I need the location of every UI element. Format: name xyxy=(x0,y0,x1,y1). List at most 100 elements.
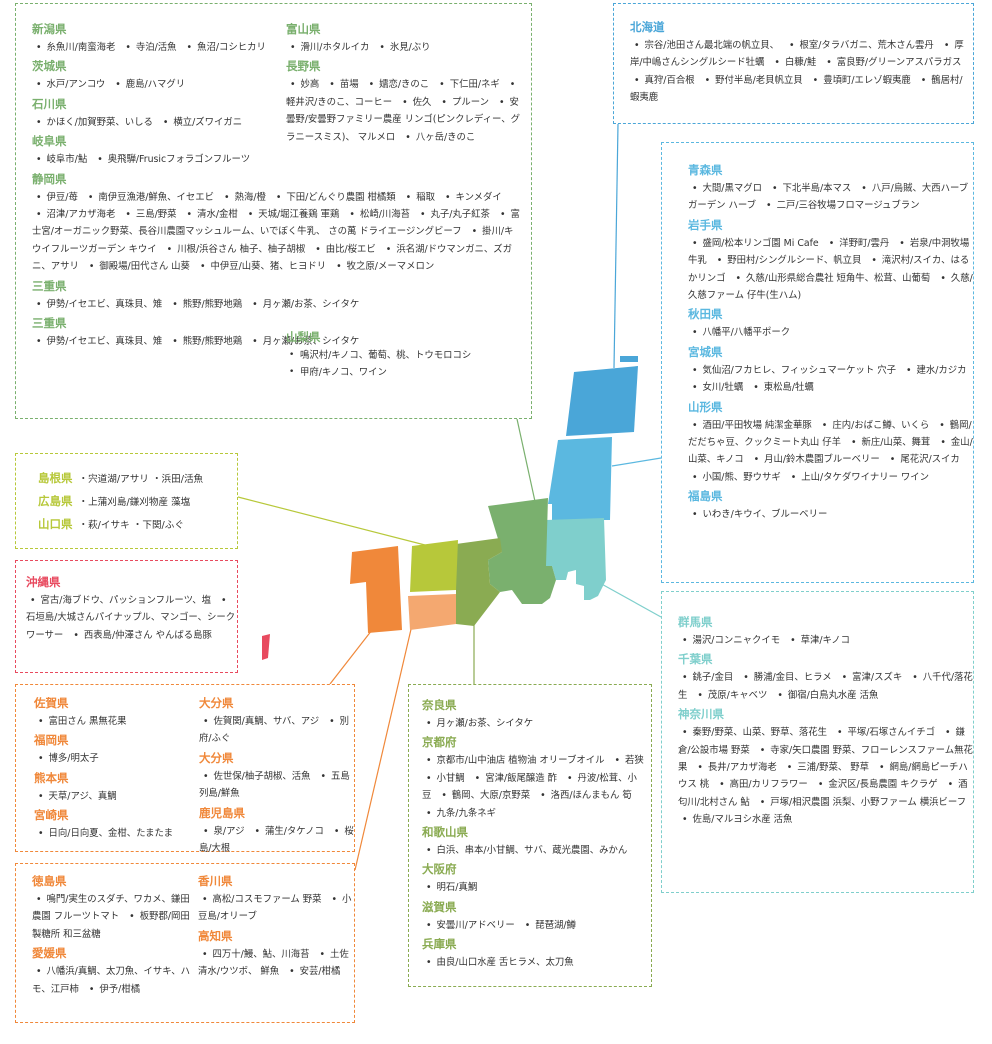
prefecture-group: 兵庫県•由良/山口水産 舌ヒラメ、太刀魚 xyxy=(422,937,652,971)
prefecture-name: 山口県 xyxy=(38,517,73,531)
item-list: • 博多/明太子 xyxy=(34,750,199,767)
list-item: •由比/桜エビ xyxy=(311,244,376,255)
prefecture-group: 京都府•京都市/山中油店 植物油 オリーブオイル•若狭•小甘鯛•宮津/飯尾醸造 … xyxy=(422,735,652,822)
list-item: •糸魚川/南蛮海老 xyxy=(32,42,115,53)
prefecture-group: 静岡県•伊豆/苺•南伊豆漁港/鮮魚、イセエビ•熱海/橙•下田/どんぐり農園 柑橘… xyxy=(32,172,522,276)
list-item: •水戸/アンコウ xyxy=(32,79,105,90)
bullet: • xyxy=(333,825,340,837)
list-item: •平塚/石塚さんイチゴ xyxy=(833,727,935,738)
bullet: • xyxy=(73,629,79,641)
list-item: •久慈/久慈ファーム 仔牛(生ハム) xyxy=(688,273,973,301)
item-text: 戸塚/相沢農園 浜梨、小野ファーム 横浜ビーフ xyxy=(770,796,967,808)
item-text: 安曇野/安曇野ファミリー農産 リンゴ(ピンクレディー、グラニースミス)、 マルメ… xyxy=(286,96,521,143)
list-item: •佐久 xyxy=(398,97,431,108)
bullet: • xyxy=(426,807,432,819)
list-item: •鶴居村/蝦夷鹿 xyxy=(630,75,963,103)
list-item: •川根/浜谷さん 柚子、柚子胡椒 xyxy=(163,244,306,255)
item-text: 琵琶湖/鱒 xyxy=(535,919,576,931)
item-text: 板野郡/岡田製糖所 和三盆糖 xyxy=(32,911,190,940)
bullet: • xyxy=(36,191,42,203)
prefecture-name: 広島県 xyxy=(38,494,73,508)
list-item: •宗谷/池田さん最北端の帆立貝、 xyxy=(630,40,779,51)
list-item: •戸塚/相沢農園 浜梨、小野ファーム 横浜ビーフ xyxy=(756,797,966,808)
item-list: •秦野/野菜、山菜、野草、落花生•平塚/石塚さんイチゴ•鎌倉/公設市場 野菜•寺… xyxy=(678,724,973,828)
list-item: •佐世保/柚子胡椒、活魚 xyxy=(199,771,310,782)
bullet: • xyxy=(697,762,703,774)
bullet: • xyxy=(566,772,573,784)
item-text: 寺家/矢口農園 野菜、フローレンスファーム無花果 xyxy=(678,744,973,774)
item-text: 五島列島/鮮魚 xyxy=(199,770,350,800)
bullet: • xyxy=(368,79,375,91)
item-list: •伊勢/イセエビ、真珠貝、雉•熊野/熊野地鶏•月ヶ瀬/お茶、シイタケ xyxy=(32,333,522,350)
list-item: •三島/野菜 xyxy=(121,209,176,220)
bullet: • xyxy=(319,948,325,960)
bullet: • xyxy=(426,845,432,857)
bullet: • xyxy=(753,382,759,394)
bullet: • xyxy=(290,42,296,53)
item-text: 水戸/アンコウ xyxy=(46,79,106,91)
item-text: 南伊豆漁港/鮮魚、イセエビ xyxy=(98,191,215,203)
list-item: •魚沼/コシヒカリ xyxy=(183,42,266,53)
bullet: • xyxy=(945,727,951,739)
list-item: •奥飛騨/Frusicフォラゴンフルーツ xyxy=(93,154,250,165)
item-list: •大間/黒マグロ•下北半島/本マス•八戸/烏賊、大西ハーブガーデン ハーブ•二戸… xyxy=(688,180,973,215)
bullet: • xyxy=(203,825,209,837)
prefecture-name: 沖縄県 xyxy=(26,575,61,589)
item-text: 茂原/キャベツ xyxy=(707,689,768,701)
item-text: 伊勢/イセエビ、真珠貝、雉 xyxy=(46,298,163,310)
item-text: いわき/キウイ、ブルーベリー xyxy=(702,509,828,521)
prefecture-name: 徳島県 xyxy=(32,874,67,888)
bullet: • xyxy=(441,790,447,802)
bullet: • xyxy=(36,116,42,128)
item-text: 博多/明太子 xyxy=(48,753,99,765)
item-text: 松崎/川海苔 xyxy=(359,209,410,221)
item-text: 宮津/飯尾醸造 酢 xyxy=(485,772,557,784)
list-item: •由良/山口水産 舌ヒラメ、太刀魚 xyxy=(422,957,574,968)
bullet: • xyxy=(405,131,411,143)
list-item: •苗場 xyxy=(325,79,358,90)
prefecture-group: 鹿児島県•泉/アジ•蒲生/タケノコ•桜島/大根 xyxy=(199,806,354,858)
bullet: • xyxy=(199,261,206,273)
item-text: 丸子/丸子紅茶 xyxy=(430,209,490,221)
prefecture-name: 茨城県 xyxy=(32,59,67,74)
list-item: •酒田/平田牧場 純潔金華豚 xyxy=(688,420,812,431)
prefecture-name: 長野県 xyxy=(286,59,321,74)
list-item: •金沢区/長島農園 キクラゲ xyxy=(814,779,938,790)
bullet: • xyxy=(821,419,828,431)
list-item: •氷見/ぶり xyxy=(375,42,430,53)
item-text: 岩泉/中洞牧場牛乳 xyxy=(688,237,970,267)
bullet: • xyxy=(836,727,843,739)
bullet: • xyxy=(252,336,258,348)
item-text: 長井/アカザ海老 xyxy=(707,762,777,774)
bullet: • xyxy=(36,298,42,310)
list-item: •泉/アジ xyxy=(199,826,244,837)
item-list: •佐世保/柚子胡椒、活魚•五島列島/鮮魚 xyxy=(199,768,354,803)
bullet: • xyxy=(172,298,178,310)
kyushu-connector xyxy=(329,629,373,685)
bullet: • xyxy=(166,243,173,255)
shikoku-shape xyxy=(408,594,456,630)
prefecture-name: 鹿児島県 xyxy=(199,805,245,820)
item-list: •いわき/キウイ、ブルーベリー xyxy=(688,506,973,523)
bullet: • xyxy=(125,42,131,53)
list-item: •四万十/鰻、鮎、川海苔 xyxy=(198,949,309,960)
prefecture-group: 岩手県•盛岡/松本リンゴ園 Mi Cafe•洋野町/雲丹•岩泉/中洞牧場牛乳•野… xyxy=(688,218,973,305)
list-item: •上山/タケダワイナリー ワイン xyxy=(787,472,929,483)
bullet: • xyxy=(634,74,640,86)
bullet: • xyxy=(38,753,44,765)
bullet: • xyxy=(129,911,135,923)
list-item: •中伊豆/山葵、猪、ヒヨドリ xyxy=(196,261,326,272)
item-text: 白浜、串本/小甘鯛、サバ、蔵光農園、みかん xyxy=(436,845,628,857)
item-text: 由良/山口水産 舌ヒラメ、太刀魚 xyxy=(436,957,574,969)
item-list: •湯沢/コンニャクイモ•草津/キノコ xyxy=(678,632,973,649)
item-text: 洋野町/雲丹 xyxy=(839,237,890,249)
item-text: 熊野/熊野地鶏 xyxy=(182,298,243,310)
item-text: 大間/黒マグロ xyxy=(702,183,762,194)
bullet: • xyxy=(426,919,432,931)
list-item: •佐島/マルヨシ水産 活魚 xyxy=(678,814,792,825)
list-item: •清水/金柑 xyxy=(183,209,238,220)
bullet: • xyxy=(682,635,688,646)
chubu-box: 新潟県•糸魚川/南蛮海老•寺泊/活魚•魚沼/コシヒカリ茨城県•水戸/アンコウ•鹿… xyxy=(15,3,532,419)
list-item: •三浦/野菜、 野草 xyxy=(783,762,869,773)
item-text: 明石/真鯛 xyxy=(436,882,478,894)
